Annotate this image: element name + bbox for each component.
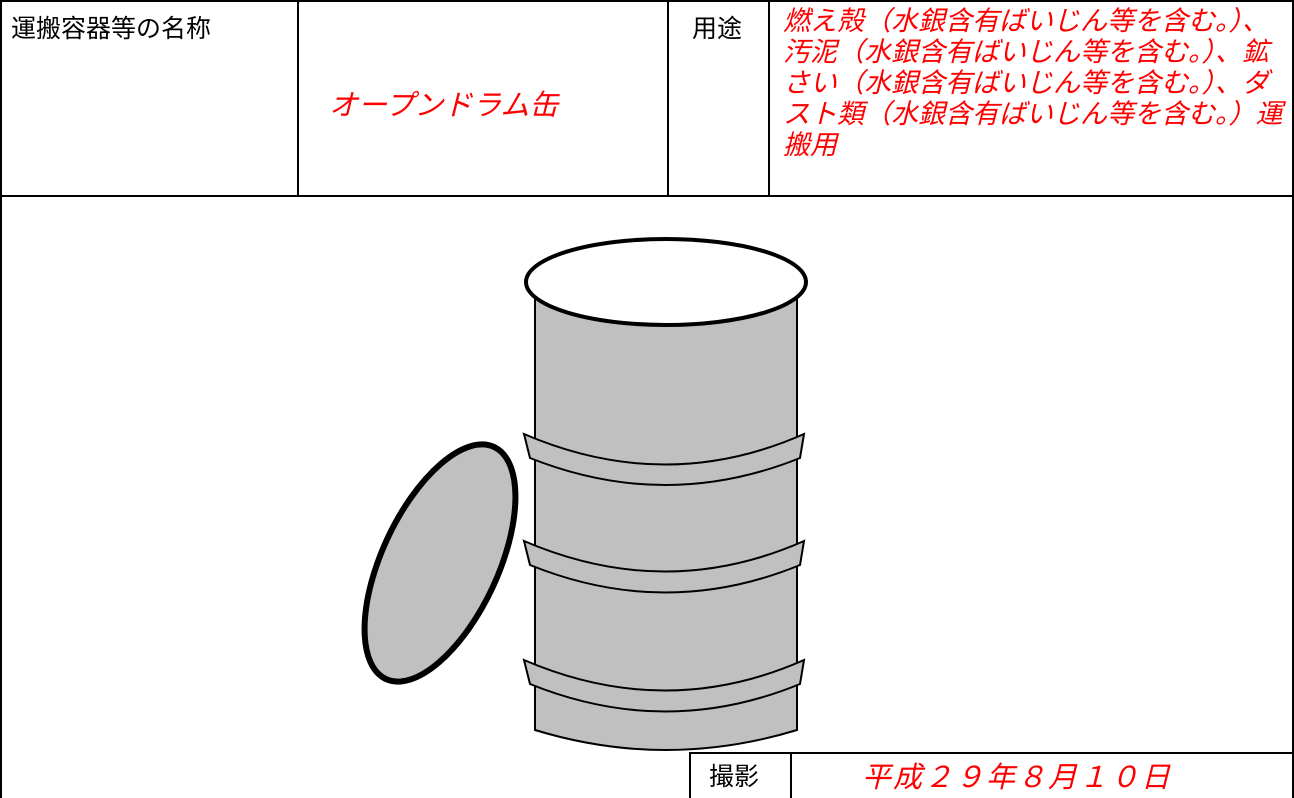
drum-open-top — [524, 237, 808, 327]
usage-value: 燃え殻（水銀含有ばいじん等を含む。）、汚泥（水銀含有ばいじん等を含む。）、鉱さい… — [783, 6, 1283, 161]
table-left-border — [0, 0, 2, 798]
header-divider-1 — [297, 0, 299, 196]
header-divider-2 — [667, 0, 669, 196]
drum-body — [534, 287, 798, 751]
shot-box-left-border — [689, 752, 691, 798]
drum-hoop-bottom — [522, 658, 806, 713]
header-bottom-border — [0, 195, 1294, 197]
table-right-border — [1292, 0, 1294, 798]
table-top-border — [0, 0, 1294, 2]
drum-lid — [361, 441, 519, 685]
header-divider-3 — [768, 0, 770, 196]
shot-date-label: 撮影 — [709, 762, 760, 791]
shot-box-top-border — [689, 752, 1294, 754]
container-name-value: オープンドラム缶 — [329, 88, 559, 122]
shot-box-divider — [790, 752, 792, 798]
usage-label: 用途 — [692, 14, 743, 43]
shot-date-value: 平成２９年８月１０日 — [862, 760, 1173, 794]
drum-hoop-middle — [522, 539, 806, 594]
container-name-label: 運搬容器等の名称 — [11, 14, 212, 43]
drum-hoop-upper — [522, 432, 806, 486]
